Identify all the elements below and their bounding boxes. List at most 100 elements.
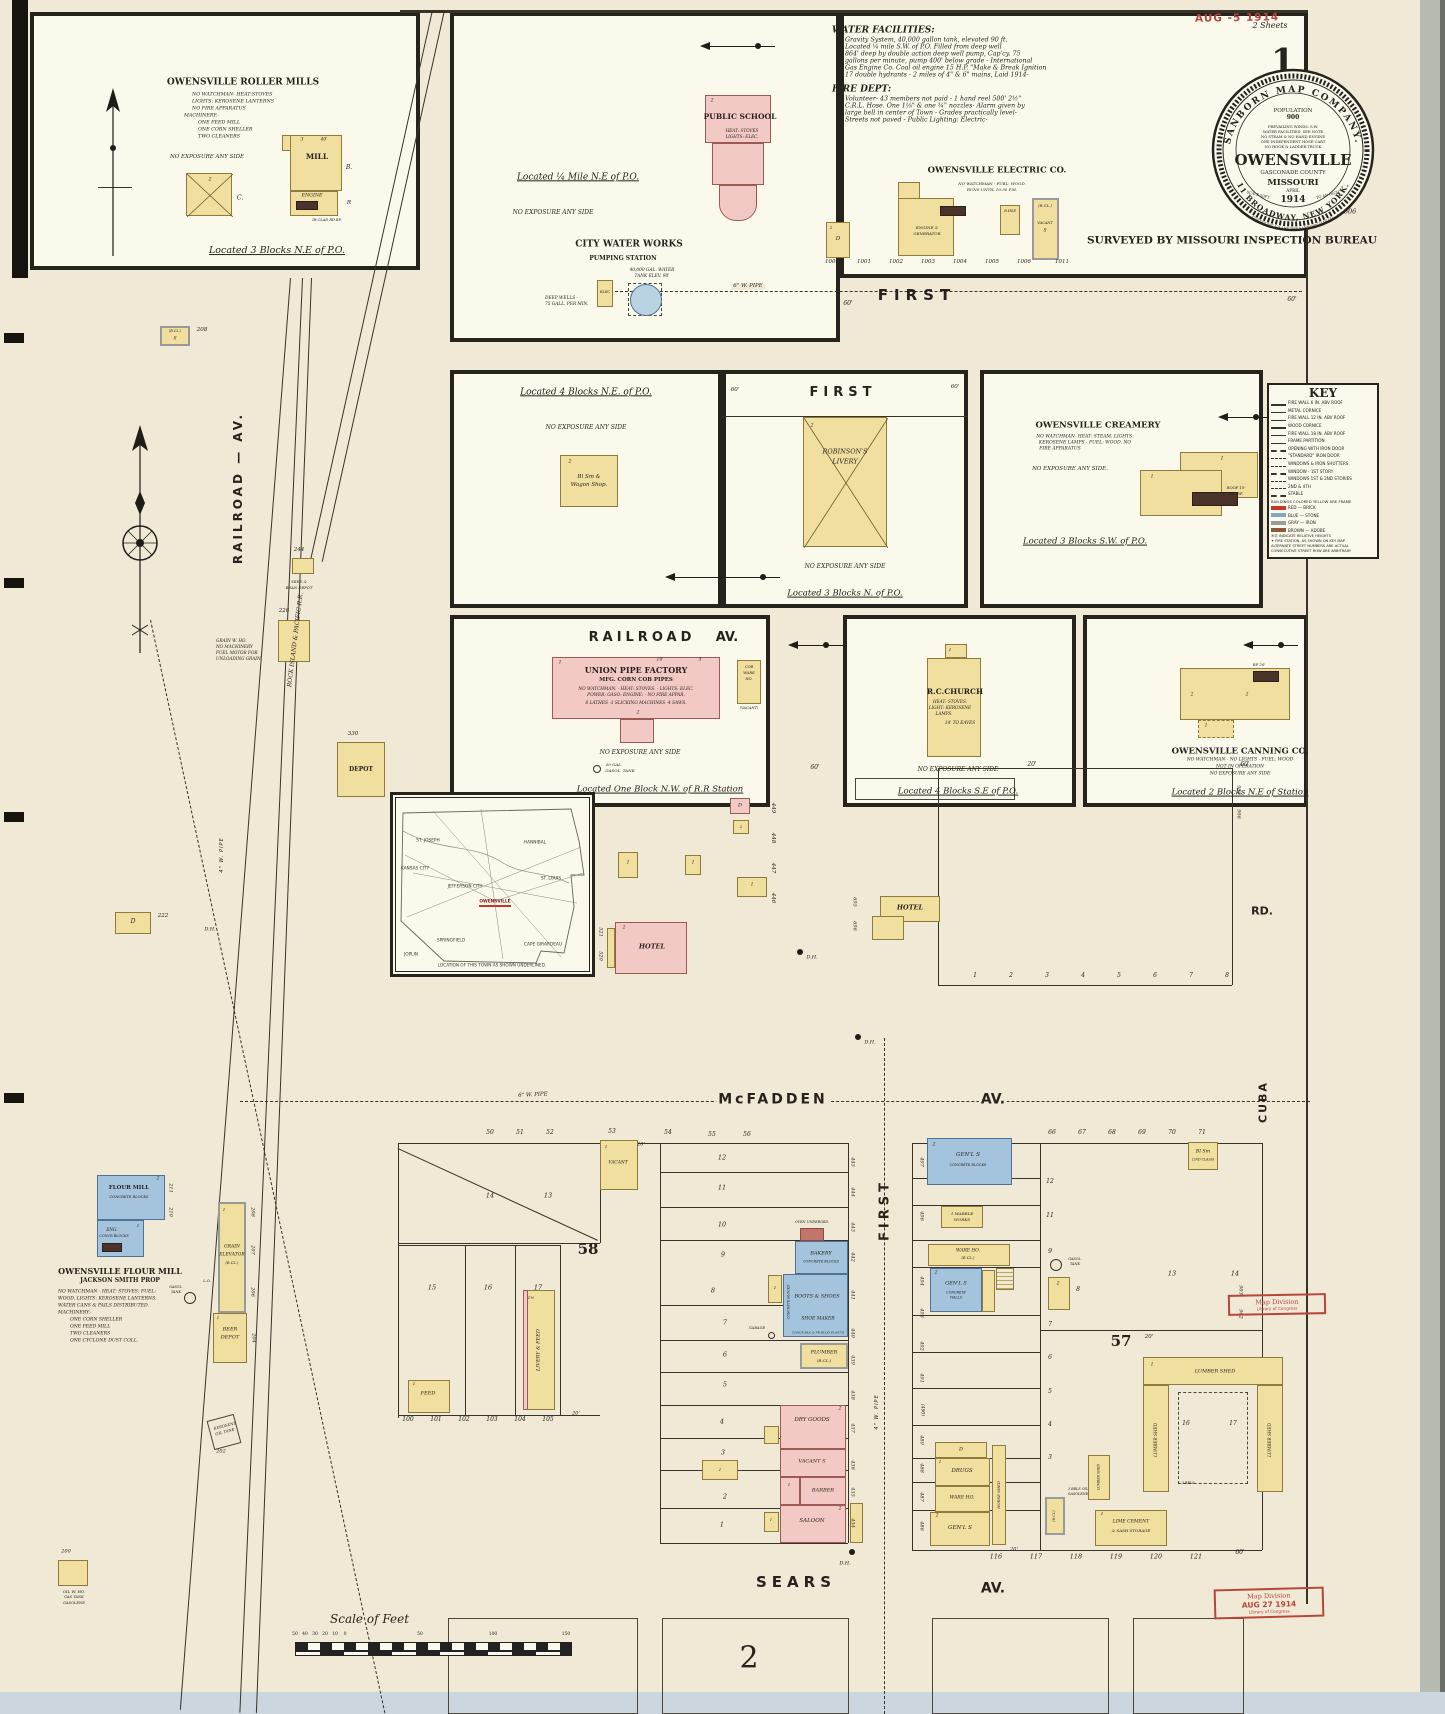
scale-tick: 100 (488, 1632, 498, 1637)
railroad-track (255, 278, 312, 1713)
map-text: 3 (1048, 1453, 1052, 1461)
map-text: 60' (1240, 760, 1250, 768)
map-text: 1 (769, 1517, 773, 1523)
building-vacant-s (780, 1449, 846, 1477)
map-text: MILL (305, 152, 329, 162)
map-text: 17 (533, 1283, 543, 1292)
street-label: McFADDEN (716, 1091, 830, 1108)
building-oil-warehouse (58, 1560, 88, 1586)
map-text: TANK (1069, 1262, 1081, 1267)
map-text: GAS TANK (64, 1595, 84, 1600)
building-hotel-pink (615, 922, 687, 974)
map-text: 2 (722, 1492, 728, 1501)
hydrant-dot (630, 284, 662, 316)
key-footnote: ⑤㉗ INDICATE RELATIVE HEIGHTS (1271, 534, 1331, 539)
map-text: 40,000 GAL. WATER (629, 267, 675, 273)
key-symbol (1271, 453, 1286, 459)
map-text: HOTEL (638, 942, 666, 951)
map-text: ONE CORN SHELLER (70, 1317, 123, 1323)
map-division-stamp-1: Map Division Library of Congress (1227, 1293, 1327, 1316)
lot-frame (1178, 1392, 1248, 1484)
map-text: 20' (637, 1141, 645, 1148)
map-text: MACHINERY:- (58, 1310, 92, 1316)
key-color-swatch (1271, 520, 1286, 525)
map-text: 14 (1230, 1269, 1240, 1278)
map-text: & SASH STORAGE (1111, 1527, 1151, 1533)
map-text: 71 (1198, 1128, 1206, 1136)
building (1000, 205, 1020, 235)
street-label-vertical: 4" W. PIPE (874, 1394, 880, 1430)
map-text: 2 (622, 925, 626, 931)
key-symbol (1271, 438, 1286, 444)
map-text: HO. (745, 677, 753, 682)
scale-tick: 50 (292, 1632, 298, 1637)
map-text: ROOF 10' (1226, 485, 1246, 491)
lot-line (398, 1243, 600, 1244)
diagonal-lot-line (397, 1148, 598, 1241)
map-text: OWENSVILLE ELECTRIC CO. (927, 165, 1067, 176)
key-symbol (1271, 490, 1286, 498)
key-symbol (1271, 422, 1286, 430)
map-text: 10 (717, 1220, 727, 1229)
key-row-label: OPENING WITH IRON DOOR (1288, 445, 1345, 451)
map-text: Gravity System, 40,000 gallon tank, elev… (845, 36, 1008, 44)
map-text: (VACANT) (739, 706, 759, 711)
map-text: 13 (1167, 1269, 1177, 1278)
lot-line (465, 1245, 466, 1415)
building-public-school (705, 95, 771, 143)
map-text: 16 (483, 1283, 493, 1292)
map-text: 105 (542, 1415, 554, 1423)
map-text: 9 (1048, 1247, 1052, 1255)
map-text: 8 (710, 1286, 716, 1295)
building-blacksmith (1188, 1142, 1218, 1170)
map-text: 60' (843, 299, 853, 307)
map-text: 7 (722, 1318, 728, 1327)
map-text: 1 MARBLE (950, 1210, 974, 1216)
map-text: 70 (1168, 1128, 1176, 1136)
lot-line (98, 187, 132, 188)
map-text: 1 (1150, 474, 1154, 480)
key-row: FIRE WALL 12 IN. ABV ROOF (1271, 414, 1375, 422)
map-text: 1 (973, 971, 977, 979)
map-text: 5 (698, 657, 702, 663)
map-text: R.C.CHURCH (926, 687, 984, 697)
map-text: 2 (838, 1406, 842, 1412)
map-text: 2 (829, 224, 833, 230)
building (1253, 671, 1279, 682)
building (1143, 1385, 1169, 1492)
building (898, 182, 920, 199)
map-text: 2 (838, 1506, 842, 1512)
map-text: LUMBER SHED (1096, 1464, 1101, 1490)
inset-linework (400, 808, 585, 964)
inset-city-joplin: JOPLIN (403, 952, 419, 958)
map-text: 905 (1235, 785, 1242, 795)
map-text: LUMBER SHED (1266, 1423, 1272, 1457)
map-text: 121 (1189, 1552, 1203, 1561)
sheet-edge-stub (4, 333, 24, 343)
map-text: ONE FEED MILL (198, 120, 241, 126)
map-text: 13 (543, 1191, 553, 1200)
building (1088, 1455, 1110, 1500)
lot-line (912, 1267, 1040, 1268)
map-text: NO EXPOSURE ANY SIDE (512, 208, 594, 216)
key-row-label: WOOD CORNICE (1288, 423, 1322, 429)
key-symbol (1271, 461, 1286, 467)
map-text: PUBLIC SCHOOL (703, 112, 777, 122)
map-text: 440 (849, 1328, 856, 1338)
map-text: 445 (849, 1157, 856, 1167)
street-direction-arrow (788, 641, 843, 649)
map-text: SURVEYED BY MISSOURI INSPECTION BUREAU (1087, 234, 1377, 247)
map-text: Located 3 Blocks N.E of P.O. (208, 245, 346, 257)
arrow-head (1243, 641, 1253, 649)
map-text: 53 (608, 1127, 616, 1135)
map-text: LIME CEMENT (1112, 1519, 1150, 1525)
map-text: VACANT (1037, 221, 1053, 226)
key-symbol (1271, 407, 1286, 414)
key-symbol (1271, 399, 1286, 407)
key-row-label: FRAME PARTITION (1288, 438, 1325, 444)
map-text: 434 (849, 1518, 856, 1528)
lot-line (938, 768, 939, 985)
map-text: NO WATCHMAN- HEAT: STEAM. LIGHTS: (1036, 434, 1134, 440)
map-text: 5 (1117, 971, 1121, 979)
